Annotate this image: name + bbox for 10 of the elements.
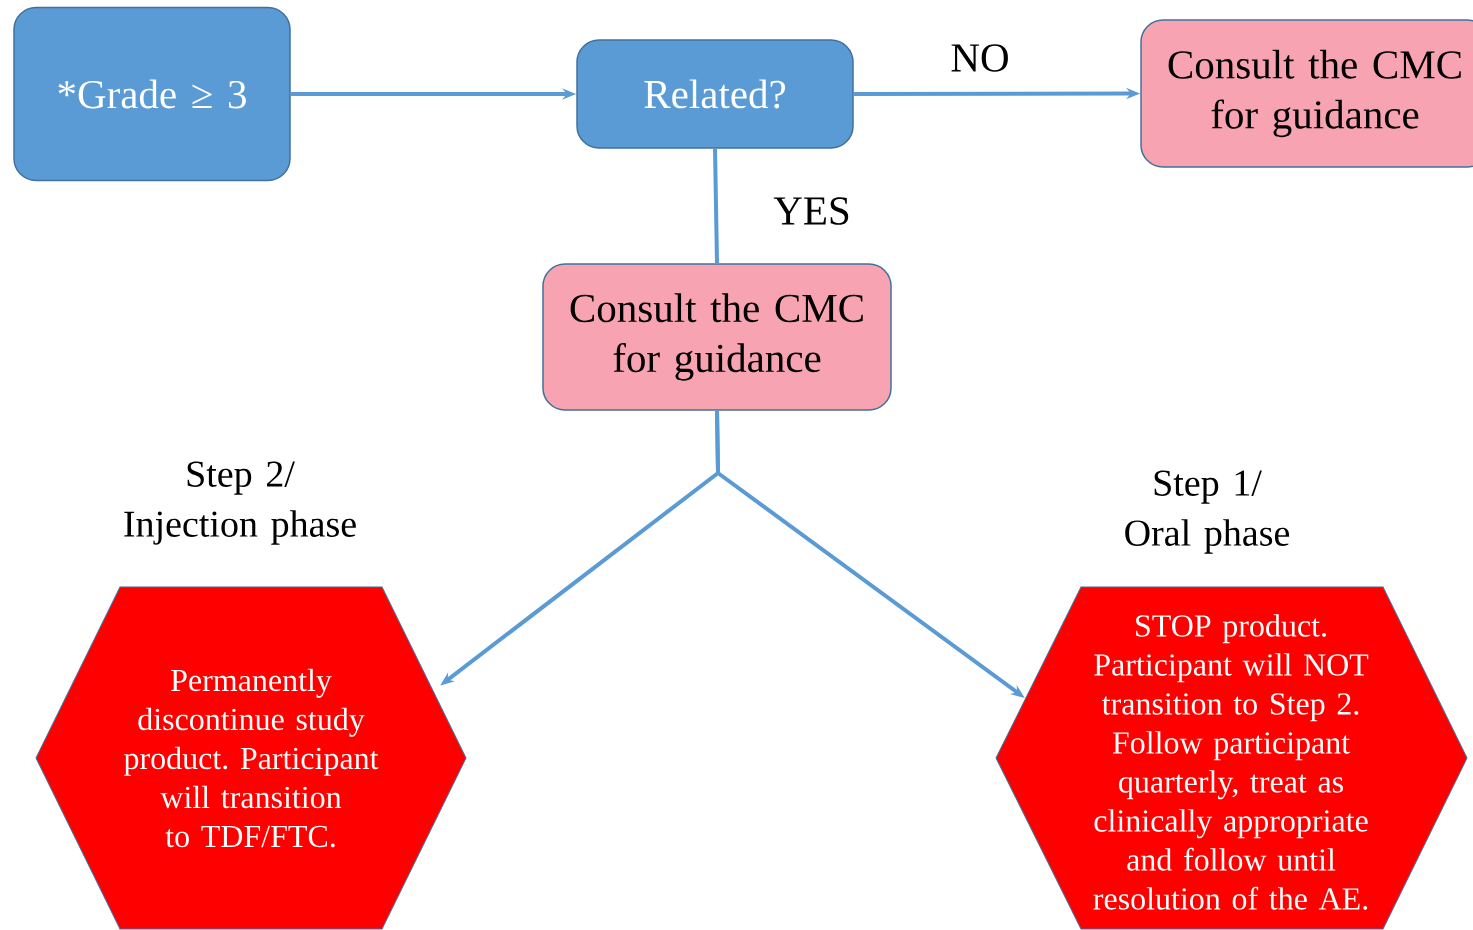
phase-heading: Step 1/ Oral phase (1125, 470, 1290, 554)
consult-box: Consult the CMC for guidance (542, 263, 892, 411)
action-hexagon: Permanently discontinue study product. Participant will transition to TDF/FTC. (35, 586, 467, 930)
decision-box: Related? (576, 39, 854, 149)
edge-label: YES (772, 196, 852, 226)
process-box: *Grade ≥ 3 (13, 6, 291, 182)
phase-heading: Step 2/ Injection phase (124, 461, 356, 545)
consult-box: Consult the CMC for guidance (1140, 19, 1473, 168)
edge-label: NO (949, 43, 1011, 73)
action-hexagon: STOP product. Participant will NOT transition to Step 2. Follow participant quarterly, treat as clinically appropriate and follow until resolution of the AE. (995, 586, 1468, 930)
